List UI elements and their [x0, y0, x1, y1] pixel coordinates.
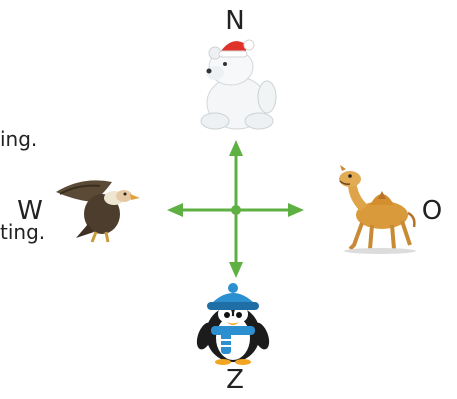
vulture-icon [52, 174, 144, 246]
arrowhead-west [167, 203, 183, 217]
arrowhead-east [288, 203, 304, 217]
clipped-text-line-2: ting. [0, 220, 46, 244]
label-west: W [17, 196, 43, 226]
compass-cross [167, 140, 304, 278]
arrowhead-north [229, 140, 243, 156]
penguin-icon [193, 282, 275, 366]
arrowhead-south [229, 262, 243, 278]
clipped-text-line-1: ing. [0, 127, 38, 151]
camel-icon [330, 165, 418, 255]
label-south: Z [226, 365, 244, 395]
label-east: O [421, 196, 443, 226]
polar-bear-icon [185, 33, 287, 133]
compass-center-dot [231, 205, 241, 215]
label-north: N [225, 6, 245, 36]
